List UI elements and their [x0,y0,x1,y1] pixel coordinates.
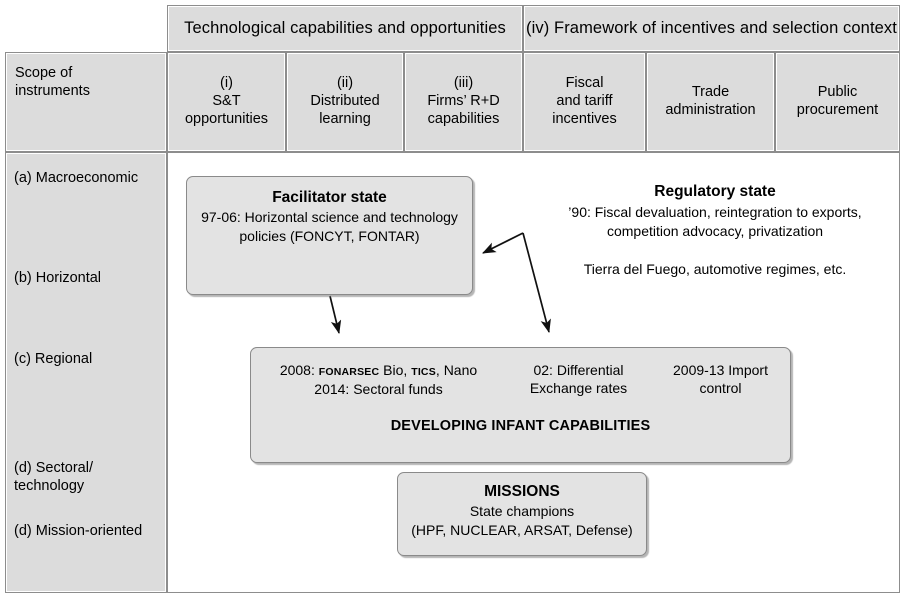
developing-col1-prefix: 2008: [279,362,319,378]
developing-col3-line-2: control [699,380,742,397]
header-scope-of-instruments: Scope of instruments [5,52,167,152]
column-header-fiscal-tariff-incentives: Fiscal and tariff incentives [523,52,646,152]
column-header-st-opportunities: (i) S&T opportunities [167,52,286,152]
column-header-trade-administration: Trade administration [646,52,775,152]
box-facilitator-state[interactable]: Facilitator state 97-06: Horizontal scie… [186,176,473,295]
group-header-framework-label: (iv) Framework of incentives and selecti… [526,19,897,38]
column-header-st-opportunities-label: (i) S&T opportunities [184,75,269,127]
scope-row-regional: (c) Regional [14,351,93,367]
facilitator-title: Facilitator state [272,189,387,206]
developing-col1-line-2: 2014: Sectoral funds [314,380,443,397]
scope-row-horizontal: (b) Horizontal [14,270,102,286]
missions-title: MISSIONS [484,483,560,500]
column-header-fiscal-tariff-incentives-label: Fiscal and tariff incentives [552,75,617,127]
developing-col-exchange: 02: Differential Exchange rates [506,361,651,398]
regulatory-title: Regulatory state [654,183,776,200]
missions-line-2: (HPF, NUCLEAR, ARSAT, Defense) [411,521,633,538]
developing-col1-line-1: 2008: FONARSEC Bio, TICS, Nano [251,361,506,380]
regulatory-line-3: Tierra del Fuego, automotive regimes, et… [583,261,847,278]
scope-row-macroeconomic: (a) Macroeconomic [14,170,139,186]
scope-row-sectoral-technology: (d) Sectoral/ technology [14,460,93,494]
scope-row-mission-oriented: (d) Mission-oriented [14,523,143,539]
column-header-distributed-learning-label: (ii) Distributed learning [310,75,380,127]
column-header-public-procurement: Public procurement [775,52,900,152]
missions-line-1: State champions [469,503,575,520]
column-header-distributed-learning: (ii) Distributed learning [286,52,404,152]
developing-footer: DEVELOPING INFANT CAPABILITIES [390,418,651,435]
box-developing-infant-capabilities[interactable]: 2008: FONARSEC Bio, TICS, Nano 2014: Sec… [250,347,791,463]
developing-columns: 2008: FONARSEC Bio, TICS, Nano 2014: Sec… [251,348,790,398]
box-missions[interactable]: MISSIONS State champions (HPF, NUCLEAR, … [397,472,647,556]
group-header-technological: Technological capabilities and opportuni… [167,5,523,52]
header-scope-of-instruments-label: Scope of instruments [15,65,90,99]
group-header-framework: (iv) Framework of incentives and selecti… [523,5,900,52]
developing-col1-fonarsec: FONARSEC [318,366,380,378]
column-header-trade-administration-label: Trade administration [665,84,756,118]
column-header-firms-rd-capabilities-label: (iii) Firms’ R+D capabilities [427,75,500,127]
regulatory-line-1: ’90: Fiscal devaluation, reintegration t… [568,204,862,221]
group-header-technological-label: Technological capabilities and opportuni… [184,19,506,38]
developing-col-import: 2009-13 Import control [651,361,790,398]
developing-col1-mid: Bio, [379,362,412,378]
developing-col-funds: 2008: FONARSEC Bio, TICS, Nano 2014: Sec… [251,361,506,398]
column-header-firms-rd-capabilities: (iii) Firms’ R+D capabilities [404,52,523,152]
facilitator-line-1: 97-06: Horizontal science and technology [201,209,458,226]
regulatory-state-text: Regulatory state ’90: Fiscal devaluation… [540,182,890,279]
regulatory-line-2: competition advocacy, privatization [606,222,824,239]
developing-col1-tics: TICS [411,366,436,378]
developing-col2-line-1: 02: Differential [533,362,624,378]
regulatory-spacer [540,240,890,260]
developing-col2-line-2: Exchange rates [529,380,628,397]
column-header-public-procurement-label: Public procurement [796,84,879,118]
scope-column [5,152,167,593]
developing-col1-suffix: , Nano [435,362,478,378]
facilitator-line-2: policies (FONCYT, FONTAR) [239,227,420,244]
developing-col3-line-1: 2009-13 Import [673,362,768,378]
